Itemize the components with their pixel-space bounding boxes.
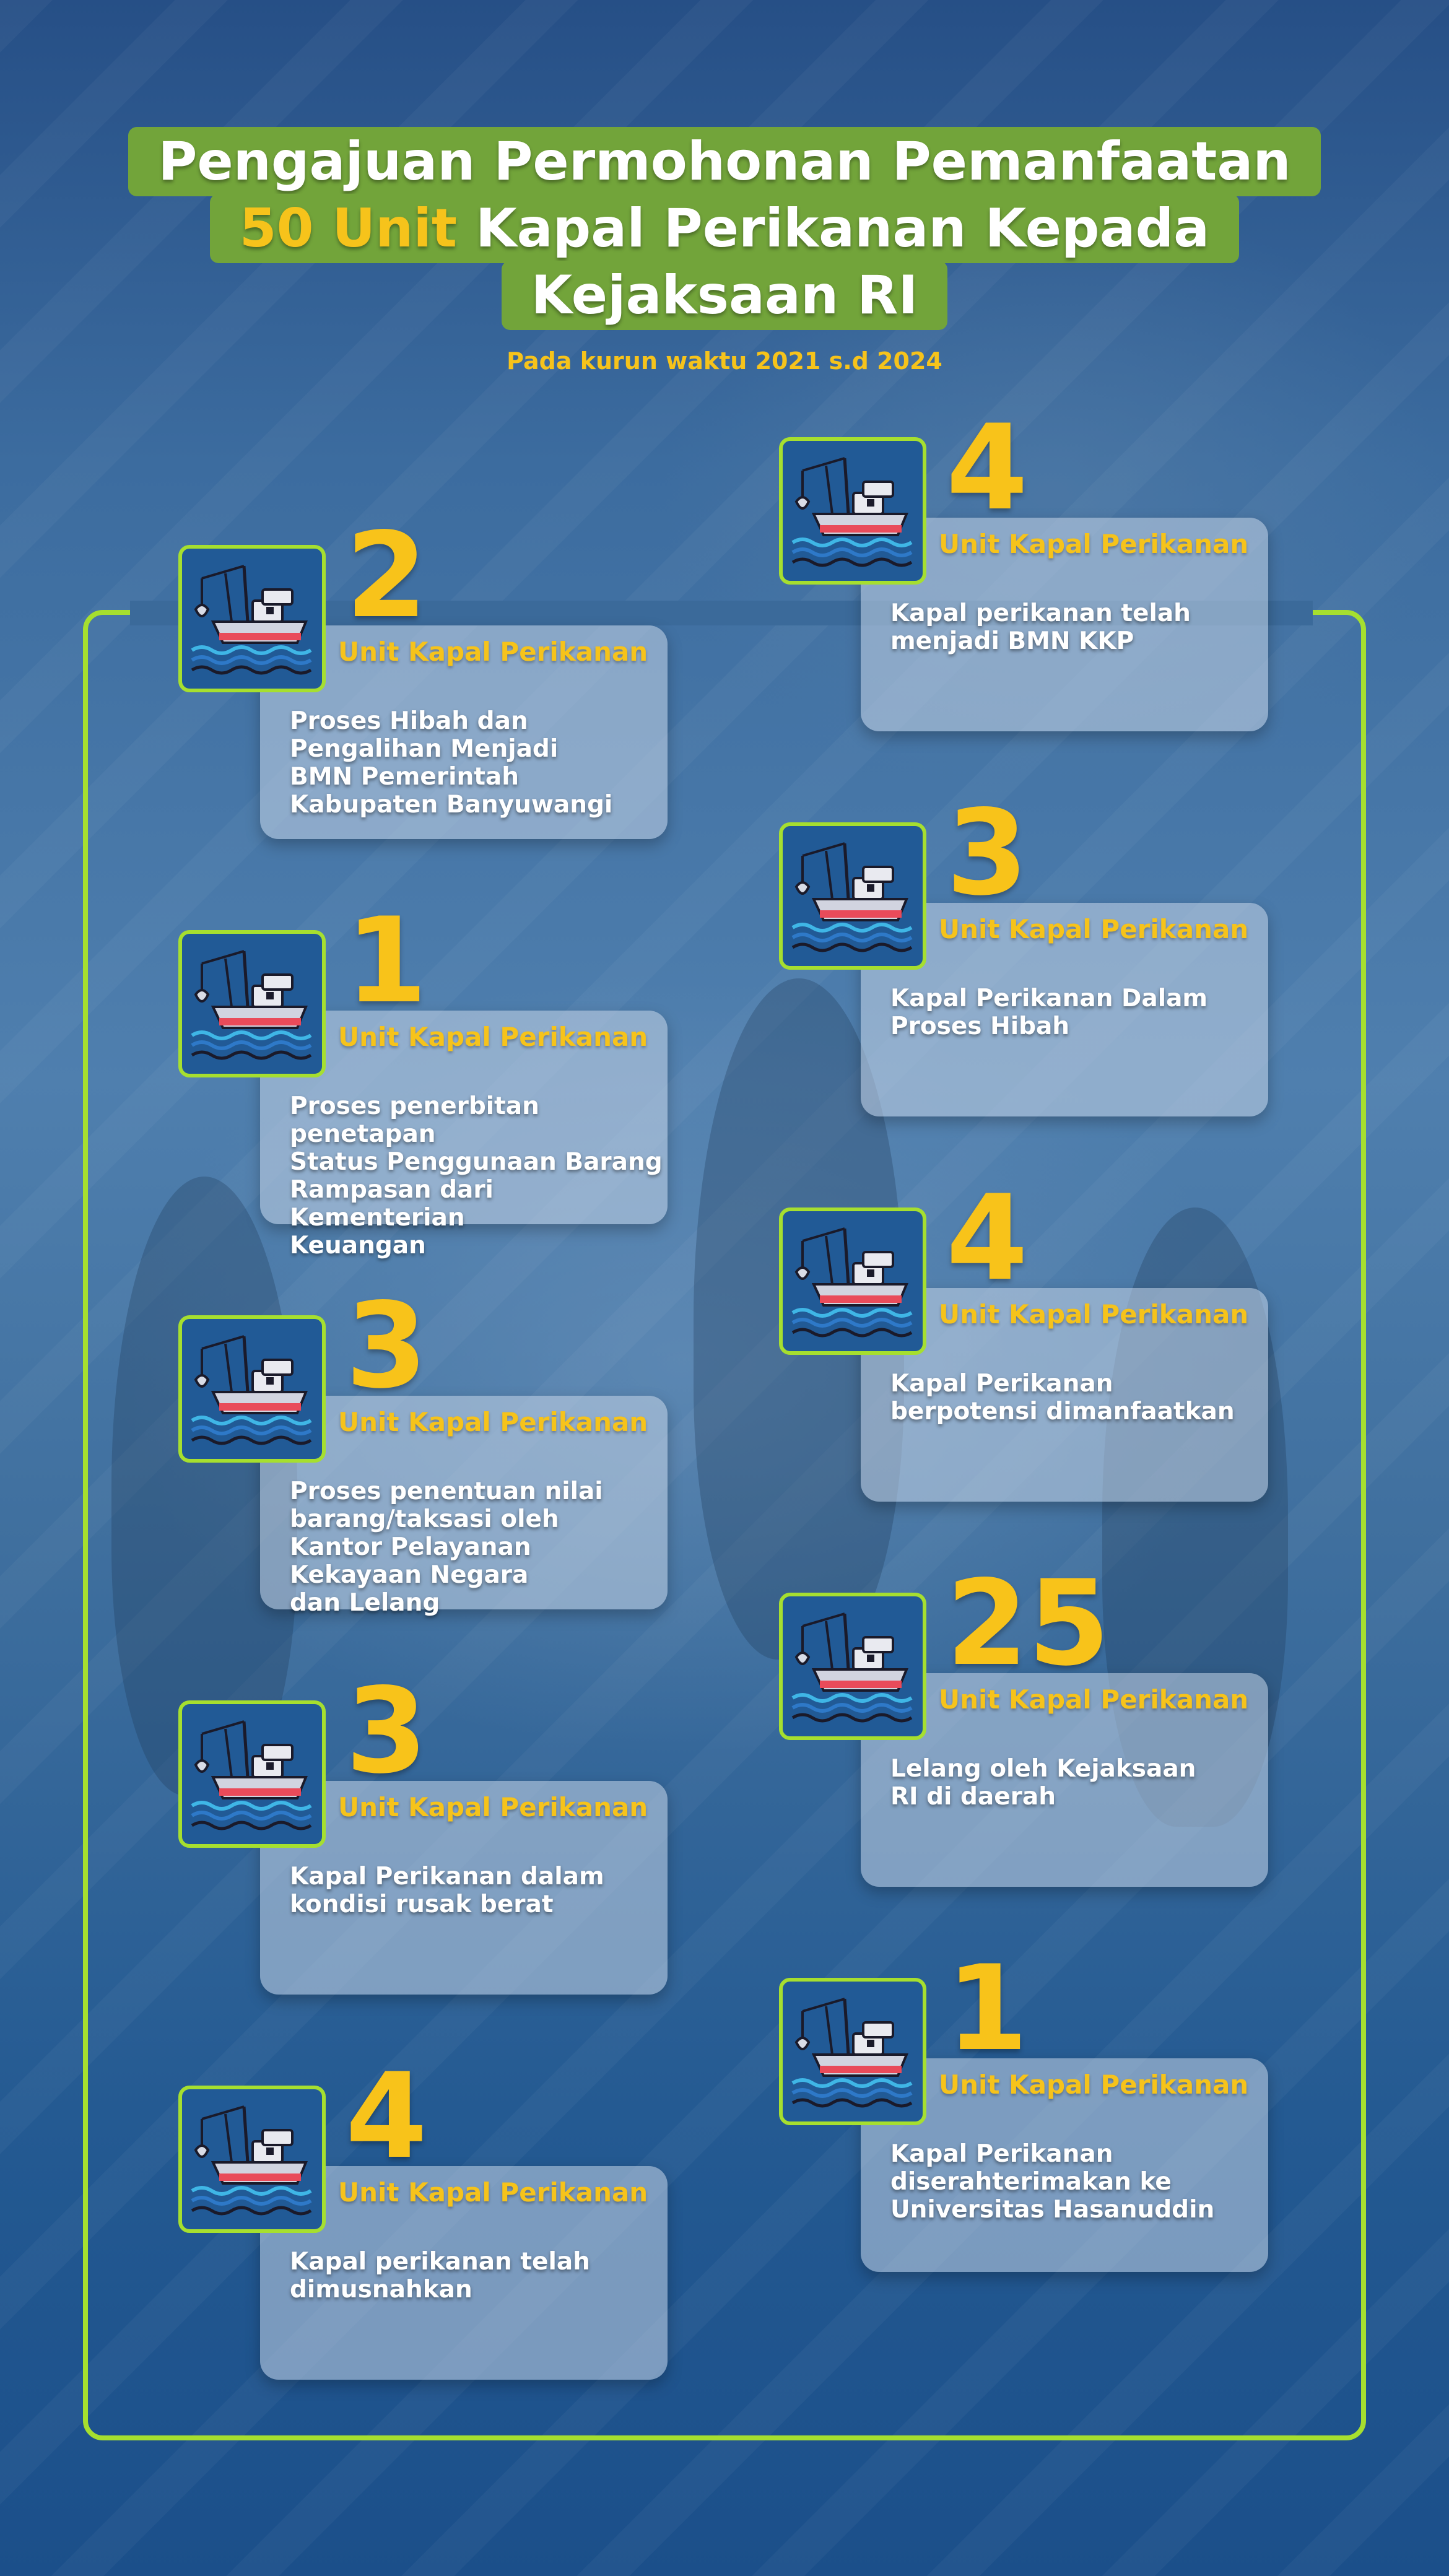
icon-frame — [779, 1593, 926, 1740]
fishing-boat-icon — [791, 842, 913, 952]
stat-number: 2 — [346, 507, 428, 644]
stat-card — [861, 1288, 1268, 1502]
title-line-3: Kejaksaan RI — [501, 261, 948, 330]
fishing-boat-icon — [191, 2105, 312, 2216]
stat-card — [861, 2058, 1268, 2272]
fishing-boat-icon — [791, 457, 913, 567]
stat-unit-label: Unit Kapal Perikanan — [939, 914, 1249, 944]
title-line-2-rest: Kapal Perikanan Kepada — [457, 198, 1210, 259]
stat-unit-label: Unit Kapal Perikanan — [939, 1684, 1249, 1715]
stat-unit-label: Unit Kapal Perikanan — [939, 2069, 1249, 2100]
icon-frame — [779, 822, 926, 970]
fishing-boat-icon — [191, 1335, 312, 1445]
stat-number: 1 — [346, 892, 428, 1029]
stat-number: 3 — [346, 1663, 428, 1799]
title-line-1: Pengajuan Permohonan Pemanfaatan — [128, 127, 1321, 196]
stat-description: Proses penentuan nilai barang/taksasi ol… — [290, 1477, 603, 1617]
stat-number: 1 — [946, 1940, 1029, 2077]
fishing-boat-icon — [191, 565, 312, 675]
stat-number: 4 — [946, 399, 1029, 536]
icon-frame — [779, 1978, 926, 2125]
stat-card — [861, 1673, 1268, 1887]
stat-card — [861, 903, 1268, 1116]
title-highlight: 50 Unit — [239, 198, 458, 259]
fishing-boat-icon — [191, 1720, 312, 1830]
icon-frame — [178, 545, 326, 692]
subtitle: Pada kurun waktu 2021 s.d 2024 — [507, 347, 942, 375]
stat-card — [260, 1781, 668, 1995]
icon-frame — [178, 1700, 326, 1848]
title-line-2: 50 Unit Kapal Perikanan Kepada — [209, 194, 1240, 263]
stat-card — [861, 518, 1268, 731]
stat-unit-label: Unit Kapal Perikanan — [939, 529, 1249, 559]
stat-number: 4 — [946, 1170, 1029, 1307]
icon-frame — [178, 2086, 326, 2233]
stat-description: Kapal Perikanan diserahterimakan ke Univ… — [890, 2140, 1215, 2224]
stat-unit-label: Unit Kapal Perikanan — [939, 1299, 1249, 1329]
stat-description: Kapal Perikanan dalam kondisi rusak bera… — [290, 1863, 604, 1918]
stat-description: Kapal perikanan telah dimusnahkan — [290, 2248, 590, 2304]
stat-description: Kapal Perikanan Dalam Proses Hibah — [890, 985, 1208, 1040]
stat-unit-label: Unit Kapal Perikanan — [338, 2177, 648, 2208]
icon-frame — [779, 437, 926, 585]
stat-description: Kapal Perikanan berpotensi dimanfaatkan — [890, 1370, 1235, 1425]
stat-unit-label: Unit Kapal Perikanan — [338, 637, 648, 667]
stat-description: Lelang oleh Kejaksaan RI di daerah — [890, 1755, 1196, 1811]
stat-number: 3 — [946, 785, 1029, 921]
stat-card — [260, 1011, 668, 1224]
stat-unit-label: Unit Kapal Perikanan — [338, 1022, 648, 1052]
stat-number: 25 — [946, 1555, 1110, 1692]
stat-unit-label: Unit Kapal Perikanan — [338, 1407, 648, 1437]
stat-card — [260, 625, 668, 839]
fishing-boat-icon — [191, 950, 312, 1060]
icon-frame — [178, 1315, 326, 1463]
fishing-boat-icon — [791, 1998, 913, 2108]
title-block: Pengajuan Permohonan Pemanfaatan 50 Unit… — [0, 127, 1449, 375]
icon-frame — [779, 1208, 926, 1355]
stat-number: 4 — [346, 2048, 428, 2185]
stat-number: 3 — [346, 1277, 428, 1414]
stat-unit-label: Unit Kapal Perikanan — [338, 1792, 648, 1822]
fishing-boat-icon — [791, 1227, 913, 1338]
icon-frame — [178, 930, 326, 1077]
stat-description: Proses penerbitan penetapan Status Pengg… — [290, 1092, 663, 1260]
stat-description: Kapal perikanan telah menjadi BMN KKP — [890, 599, 1191, 655]
fishing-boat-icon — [791, 1612, 913, 1723]
stat-description: Proses Hibah dan Pengalihan Menjadi BMN … — [290, 707, 613, 819]
stat-card — [260, 1396, 668, 1609]
stat-card — [260, 2166, 668, 2380]
